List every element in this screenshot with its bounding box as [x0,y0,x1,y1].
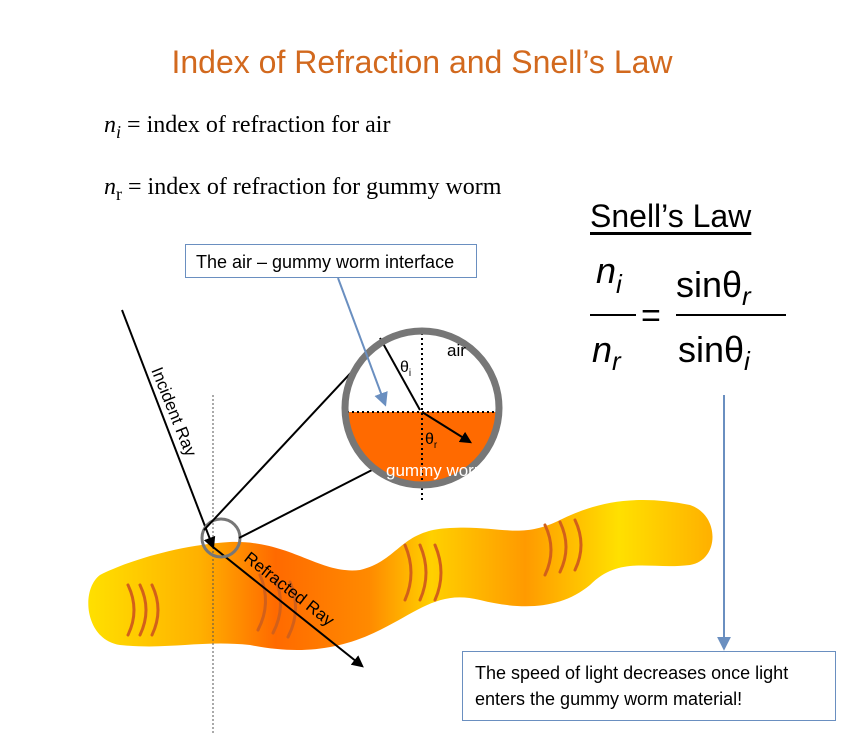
snell-formula: ni nr = sinθr sinθi [590,250,786,376]
formula-equals: = [641,297,661,335]
theta-i-label: θi [400,359,411,379]
magnifier-line-top [203,362,361,531]
snell-law-heading: Snell’s Law [590,198,752,234]
magnifier-ring [341,327,503,489]
speed-note-line-2: enters the gummy worm material! [475,689,743,709]
incident-ray-line [121,309,216,550]
formula-lhs-top: ni [596,250,623,299]
magnifier-refracted-ray [421,411,473,444]
formula-rhs-bottom: sinθi [678,329,751,376]
page-title: Index of Refraction and Snell’s Law [171,44,673,80]
air-label: air [447,341,466,360]
gummy-worm-body [88,500,713,650]
interface-callout: The air – gummy worm interface [185,244,477,278]
formula-rhs-top: sinθr [676,264,752,311]
definition-nr-subscript: r [116,183,122,204]
magnifier-incident-ray [379,337,421,411]
gummy-worm-label: gummy worm [386,461,488,480]
interface-callout-arrow [337,277,388,407]
definition-ni: ni = index of refraction for air [104,112,391,142]
definition-nr-symbol: n [104,174,116,200]
definition-nr: nr = index of refraction for gummy worm [104,174,502,204]
theta-r-label: θr [425,431,438,451]
definition-ni-subscript: i [116,121,122,142]
speed-note-callout: The speed of light decreases once light … [462,651,836,721]
gummy-worm-ribs [126,518,583,639]
magnifier-line-bottom [238,469,373,539]
definition-ni-text: index of refraction for air [146,112,391,138]
definition-nr-text: index of refraction for gummy worm [147,174,502,200]
refracted-ray-line [212,546,364,668]
speed-note-line-1: The speed of light decreases once light [475,663,789,683]
definition-ni-symbol: n [104,112,116,138]
formula-lhs-bottom: nr [592,329,622,376]
